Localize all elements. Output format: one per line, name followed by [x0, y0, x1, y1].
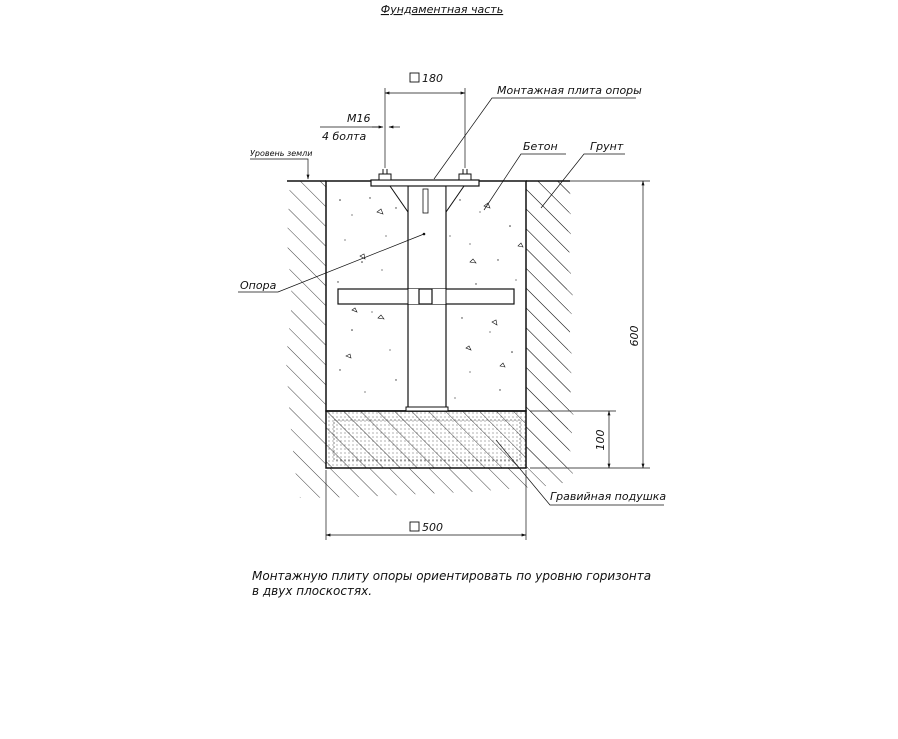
leader-soil: [540, 153, 625, 209]
support-leader-dot: [422, 232, 426, 236]
label-bolt-count: 4 болта: [322, 130, 366, 143]
dim-plate-size: 180: [422, 72, 443, 85]
dim-depth-total: 600: [628, 326, 641, 347]
label-gravel-bed: Гравийная подушка: [550, 490, 666, 503]
gusset-left: [389, 185, 409, 214]
gravel-bed: [325, 410, 527, 469]
dim-gravel-height: 100: [594, 430, 607, 451]
label-mounting-plate: Монтажная плита опоры: [497, 84, 642, 97]
drawing-title: Фундаментная часть: [381, 3, 503, 16]
anchor-bolt-right: [458, 169, 472, 181]
leader-support: [238, 233, 425, 293]
label-ground-level: Уровень земли: [250, 149, 313, 158]
square-symbol-500: [409, 521, 420, 532]
note-line-2: в двух плоскостях.: [252, 584, 372, 598]
concrete-speckles: [337, 197, 517, 399]
post-slot: [422, 188, 429, 214]
mounting-plate: [370, 179, 480, 187]
anchor-bolt-left: [378, 169, 392, 181]
note-line-1: Монтажную плиту опоры ориентировать по у…: [252, 569, 651, 583]
leader-gravel: [495, 439, 664, 506]
label-soil: Грунт: [590, 140, 624, 153]
square-symbol-180: [409, 72, 420, 83]
leader-ground-level: [250, 158, 310, 180]
dim-pit-width: 500: [422, 521, 443, 534]
gravel-inner-outline: [333, 419, 521, 461]
post-square-hole: [418, 288, 433, 305]
gusset-right: [445, 185, 465, 214]
post-base: [405, 406, 449, 412]
leader-concrete: [483, 153, 566, 211]
label-concrete: Бетон: [523, 140, 558, 153]
concrete-aggregate: [345, 202, 524, 368]
soil-right: [526, 181, 574, 468]
label-support: Опора: [240, 279, 277, 292]
label-bolt-size: М16: [347, 112, 371, 125]
leader-mounting-plate: [433, 97, 636, 180]
